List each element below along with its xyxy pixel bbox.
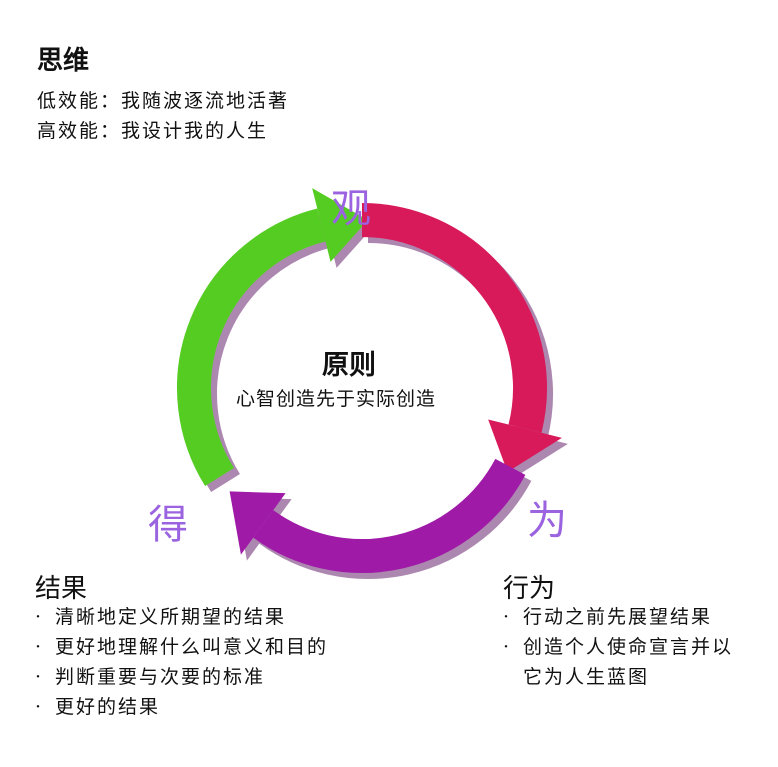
arrow-body: [177, 208, 326, 487]
arrow-body: [253, 458, 526, 573]
label-do: 为: [527, 498, 567, 544]
list-item-text: 判断重要与次要的标准: [55, 666, 266, 688]
list-item-text: 行动之前先展望结果: [523, 606, 713, 628]
list-item: ·清晰地定义所期望的结果: [35, 606, 287, 628]
center-subtitle: 心智创造先于实际创造: [236, 388, 437, 410]
arrowhead: [229, 491, 286, 555]
list-item: ·更好地理解什么叫意义和目的: [35, 636, 329, 658]
list-item-text: 更好地理解什么叫意义和目的: [55, 636, 329, 658]
results-title: 结果: [35, 574, 88, 604]
label-get: 得: [148, 502, 188, 548]
list-item: ·创造个人使命宣言并以它为人生蓝图: [503, 632, 733, 692]
green-arrow: [177, 188, 374, 493]
list-item: ·判断重要与次要的标准: [35, 666, 266, 688]
arrow-body: [361, 203, 547, 433]
thinking-title: 思维: [37, 46, 90, 76]
list-item-text: 创造个人使命宣言并以: [523, 636, 734, 658]
list-item: ·行动之前先展望结果: [503, 606, 713, 628]
arrowhead: [488, 419, 562, 472]
high-effectiveness-line: 高效能：我设计我的人生: [37, 120, 269, 142]
list-item-text: 更好的结果: [55, 696, 161, 718]
arrowhead: [312, 188, 368, 262]
low-effectiveness-line: 低效能：我随波逐流地活著: [37, 90, 290, 112]
behavior-title: 行为: [503, 574, 556, 604]
red-arrow: [361, 203, 568, 478]
behavior-list: ·行动之前先展望结果 ·创造个人使命宣言并以它为人生蓝图: [503, 602, 733, 692]
results-list: ·清晰地定义所期望的结果 ·更好地理解什么叫意义和目的 ·判断重要与次要的标准 …: [35, 602, 328, 722]
list-item-text: 清晰地定义所期望的结果: [55, 606, 287, 628]
list-item-continuation: 它为人生蓝图: [523, 666, 650, 688]
purple-arrow: [229, 458, 532, 579]
center-title: 原则: [322, 350, 376, 381]
list-item: ·更好的结果: [35, 696, 161, 718]
label-see: 观: [331, 186, 371, 232]
